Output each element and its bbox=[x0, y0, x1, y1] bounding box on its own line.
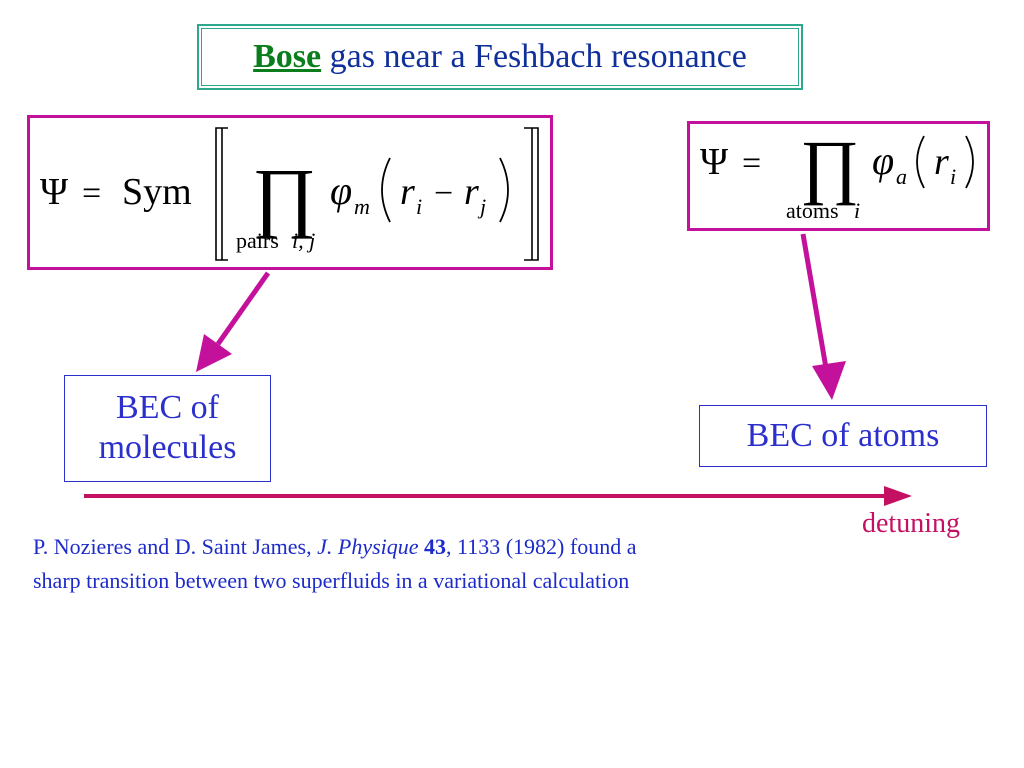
arrow-to-atoms-head bbox=[812, 361, 846, 400]
ref-volume: 43 bbox=[424, 534, 447, 559]
under-ij: i, j bbox=[292, 228, 315, 253]
detuning-arrow-head bbox=[884, 486, 912, 506]
phi-subscript: m bbox=[354, 194, 370, 219]
bec-molecules-box: BEC of molecules bbox=[64, 375, 271, 482]
formula-atoms: Ψ = ∏ atoms i φ a r i bbox=[700, 126, 974, 223]
right-paren bbox=[499, 157, 509, 223]
equals-sign: = bbox=[82, 175, 101, 212]
phi-subscript: a bbox=[896, 164, 907, 189]
formula-molecules-box: Ψ = Sym ∏ pairs i, j φ m r i − r j bbox=[27, 115, 553, 270]
ref-journal: J. Physique bbox=[317, 534, 419, 559]
r-i-subscript: i bbox=[950, 164, 956, 189]
title-rest: gas near a Feshbach resonance bbox=[321, 38, 747, 75]
detuning-label: detuning bbox=[862, 508, 960, 539]
phi-symbol: φ bbox=[330, 168, 352, 213]
arrow-to-atoms bbox=[800, 233, 829, 369]
under-pairs: pairs bbox=[236, 228, 279, 253]
ref-authors: P. Nozieres and D. Saint James, bbox=[33, 534, 318, 559]
title-box: Bose gas near a Feshbach resonance bbox=[197, 24, 803, 90]
r-j: r bbox=[464, 171, 479, 213]
bec-atoms-box: BEC of atoms bbox=[699, 405, 987, 467]
under-i: i bbox=[854, 198, 860, 223]
bec-molecules-line2: molecules bbox=[98, 429, 237, 466]
r-i: r bbox=[400, 171, 415, 213]
r-i-subscript: i bbox=[416, 194, 422, 219]
phi-symbol: φ bbox=[872, 138, 894, 183]
sym-operator: Sym bbox=[122, 171, 192, 213]
reference-line1: P. Nozieres and D. Saint James, J. Physi… bbox=[33, 530, 833, 564]
equals-sign: = bbox=[742, 145, 761, 182]
left-paren bbox=[381, 157, 391, 223]
product-symbol: ∏ bbox=[800, 126, 859, 206]
minus-sign: − bbox=[434, 175, 453, 212]
arrow-to-molecules bbox=[215, 271, 271, 346]
ref-rest: , 1133 (1982) found a bbox=[446, 534, 637, 559]
reference-line2: sharp transition between two superfluids… bbox=[33, 568, 630, 593]
bec-molecules-line1: BEC of bbox=[116, 389, 219, 426]
psi-symbol: Ψ bbox=[700, 141, 728, 183]
bec-atoms-label: BEC of atoms bbox=[746, 417, 940, 454]
formula-molecules: Ψ = Sym ∏ pairs i, j φ m r i − r j bbox=[40, 127, 539, 261]
r-j-subscript: j bbox=[477, 194, 486, 219]
formula-atoms-box: Ψ = ∏ atoms i φ a r i bbox=[687, 121, 990, 231]
title-bose: Bose bbox=[253, 38, 322, 75]
left-paren bbox=[916, 135, 925, 189]
psi-symbol: Ψ bbox=[40, 171, 68, 213]
right-bracket bbox=[524, 127, 539, 261]
under-atoms: atoms bbox=[786, 198, 839, 223]
slide-title: Bose gas near a Feshbach resonance bbox=[201, 28, 799, 86]
reference-text: P. Nozieres and D. Saint James, J. Physi… bbox=[33, 530, 833, 598]
r-i: r bbox=[934, 141, 949, 183]
product-symbol: ∏ bbox=[252, 152, 316, 239]
arrow-to-molecules-head bbox=[196, 334, 232, 372]
right-paren bbox=[965, 135, 974, 189]
